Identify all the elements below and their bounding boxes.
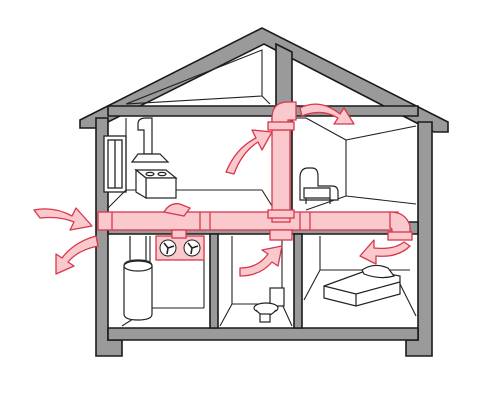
vertical-riser — [271, 117, 291, 223]
ductwork — [97, 101, 413, 261]
roof — [79, 27, 449, 133]
utility-wall — [209, 233, 219, 329]
bathroom-wall — [293, 233, 303, 329]
ventilation-fans — [159, 239, 201, 257]
toilet — [253, 287, 285, 323]
window — [103, 135, 127, 193]
armchair — [299, 167, 339, 204]
water-heater — [123, 236, 153, 321]
attic-floor — [107, 105, 277, 117]
range-hood — [130, 117, 170, 163]
arrow-attic-exhaust — [299, 103, 355, 125]
airflow-arrows — [33, 103, 411, 277]
arrow-intake — [33, 207, 93, 231]
main-duct — [97, 211, 399, 231]
arrow-supply-bathroom — [239, 245, 283, 277]
ground-floor — [107, 327, 419, 341]
room-perspective-lines — [107, 49, 417, 327]
arrow-exhaust — [55, 235, 99, 275]
stove — [134, 168, 178, 200]
bed — [323, 264, 401, 307]
arrow-supply-bedroom — [359, 239, 411, 265]
arrow-supply-kitchen — [225, 129, 273, 175]
